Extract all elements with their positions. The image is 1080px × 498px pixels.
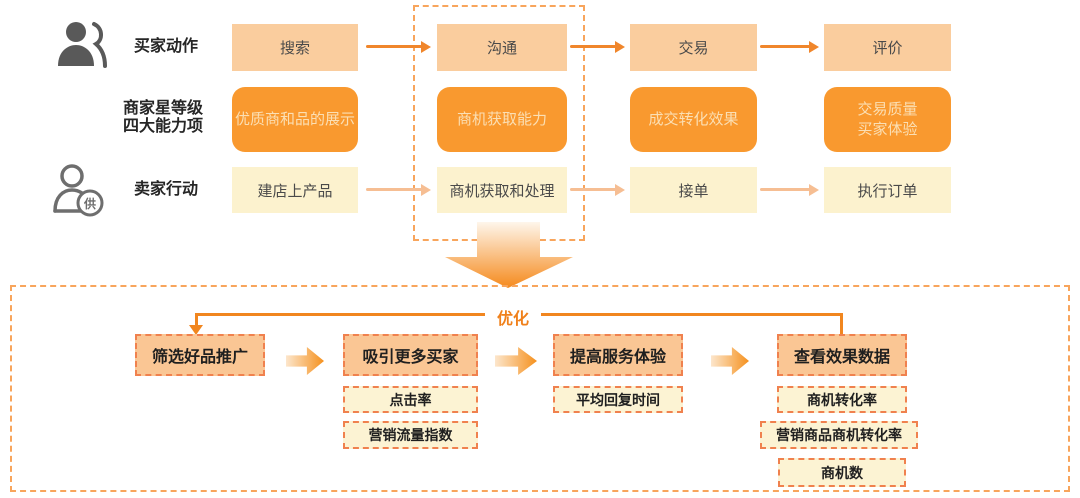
- buyer-action-box: 交易: [630, 24, 757, 71]
- capability-box: 优质商和品的展示: [232, 87, 358, 152]
- seller-actions-label: 卖家行动: [118, 180, 214, 200]
- opt-step-title: 查看效果数据: [793, 349, 890, 366]
- opt-step-title: 筛选好品推广: [151, 349, 248, 366]
- capability-label-line1: 商家星等级: [122, 100, 203, 117]
- buyer-action-text: 评价: [872, 40, 903, 57]
- seller-action-text: 建店上产品: [257, 182, 333, 200]
- buyer-person-icon: [58, 22, 107, 68]
- seller-action-text: 商机获取和处理: [449, 182, 555, 200]
- loop-arrowhead-icon: [189, 325, 203, 335]
- arrow-right-icon: [760, 45, 810, 48]
- opt-step-title: 提高服务体验: [569, 349, 666, 366]
- loop-label: 优化: [484, 305, 542, 329]
- capability-rows-label: 商家星等级 四大能力项: [106, 99, 220, 137]
- metric-text: 营销流量指数: [368, 427, 453, 443]
- capability-box: 商机获取能力: [437, 87, 567, 152]
- seller-badge-text: 供: [83, 196, 96, 211]
- seller-person-icon: 供: [53, 164, 104, 217]
- buyer-action-box: 搜索: [232, 24, 358, 71]
- opt-step-box: 查看效果数据: [777, 334, 907, 376]
- metric-text: 营销商品商机转化率: [776, 427, 902, 443]
- metric-text: 商机转化率: [807, 391, 877, 408]
- capability-box: 交易质量 买家体验: [824, 87, 951, 152]
- arrow-right-icon: [760, 188, 810, 191]
- seller-action-box: 接单: [630, 167, 757, 213]
- arrow-right-icon: [570, 188, 616, 191]
- buyer-action-text: 交易: [678, 40, 709, 57]
- opt-step-title: 吸引更多买家: [362, 349, 459, 366]
- loop-line-right-drop: [840, 313, 843, 334]
- buyer-action-box: 沟通: [437, 24, 567, 71]
- seller-action-box: 执行订单: [824, 167, 951, 213]
- seller-action-box: 商机获取和处理: [437, 167, 567, 213]
- opt-step-box: 提高服务体验: [553, 334, 683, 376]
- seller-action-box: 建店上产品: [232, 167, 358, 213]
- metric-box: 平均回复时间: [553, 386, 683, 413]
- capability-text: 优质商和品的展示: [234, 110, 355, 128]
- buyer-action-text: 沟通: [486, 40, 517, 57]
- buyer-actions-label-text: 买家动作: [133, 38, 198, 55]
- capability-text: 商机获取能力: [456, 110, 547, 128]
- buyer-actions-label: 买家动作: [118, 37, 214, 57]
- capability-box: 成交转化效果: [630, 87, 757, 152]
- optimization-container-frame: [10, 285, 1070, 492]
- arrow-right-icon: [570, 45, 616, 48]
- seller-action-text: 接单: [678, 182, 709, 200]
- loop-label-text: 优化: [496, 311, 530, 328]
- metric-box: 商机数: [778, 458, 906, 487]
- metric-box: 点击率: [343, 386, 478, 413]
- metric-text: 商机数: [821, 464, 863, 481]
- seller-action-text: 执行订单: [857, 182, 918, 200]
- buyer-action-box: 评价: [824, 24, 951, 71]
- capability-text: 成交转化效果: [648, 110, 739, 128]
- opt-step-box: 筛选好品推广: [135, 334, 265, 376]
- capability-label-line2: 四大能力项: [122, 118, 203, 135]
- arrow-right-icon: [366, 45, 422, 48]
- metric-box: 营销流量指数: [343, 421, 478, 449]
- loop-line-left-drop: [195, 313, 198, 327]
- arrow-right-icon: [366, 188, 422, 191]
- seller-actions-label-text: 卖家行动: [133, 181, 198, 198]
- metric-text: 平均回复时间: [576, 391, 660, 408]
- buyer-action-text: 搜索: [279, 40, 310, 57]
- metric-box: 营销商品商机转化率: [760, 421, 918, 449]
- metric-box: 商机转化率: [777, 386, 907, 413]
- metric-text: 点击率: [389, 391, 432, 408]
- capability-text: 交易质量 买家体验: [857, 100, 918, 138]
- opt-step-box: 吸引更多买家: [343, 334, 478, 376]
- big-down-arrow-icon: [445, 222, 573, 288]
